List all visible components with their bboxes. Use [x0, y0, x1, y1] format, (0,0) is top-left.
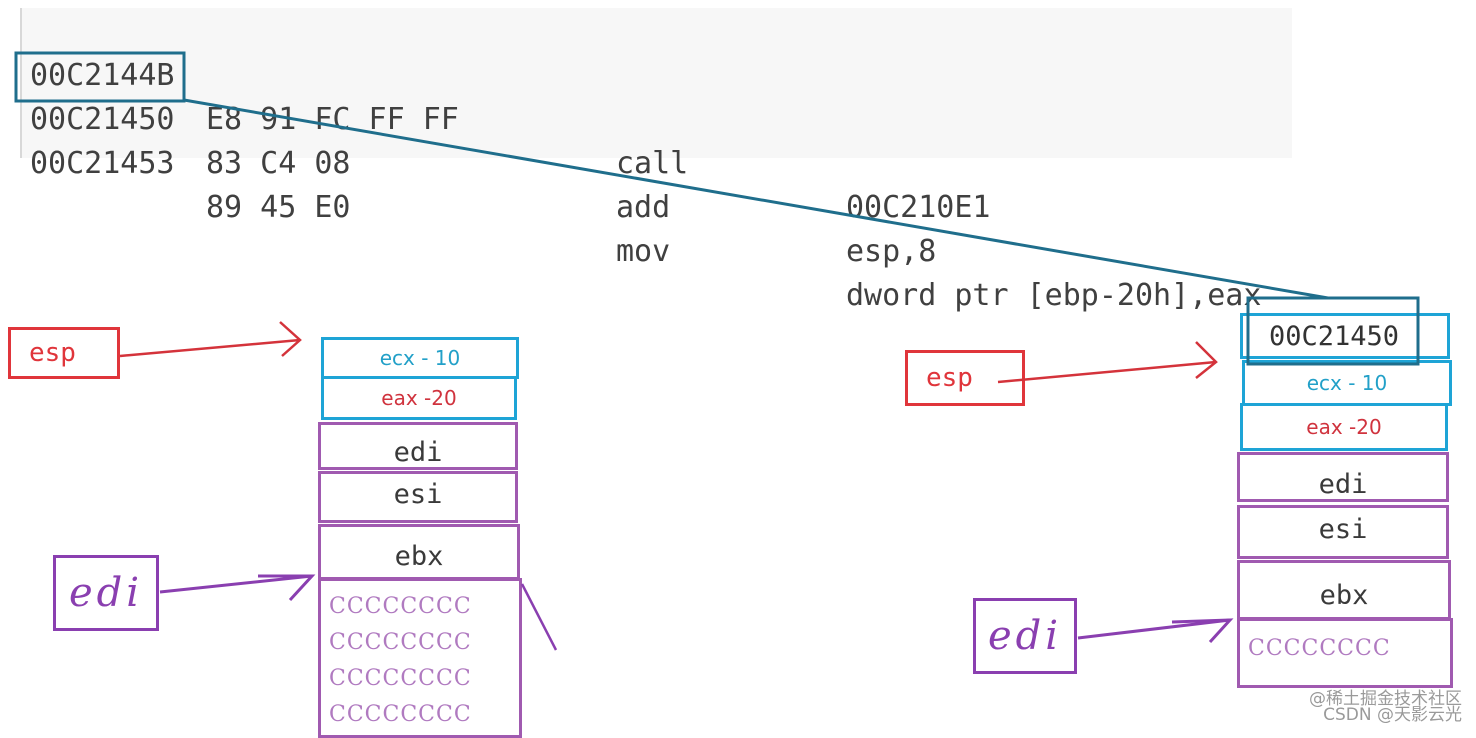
fill-bracket — [520, 583, 558, 651]
esp-label-left: esp — [8, 327, 120, 379]
esp-arrow-right — [997, 360, 1217, 384]
edi-label-left: edi — [53, 555, 159, 631]
stack-cell-ebx-right: ebx — [1237, 560, 1451, 620]
fill-pattern-line: CCCCCCCC — [329, 630, 472, 655]
asm-operands: esp,8 — [846, 234, 937, 269]
stack-cell-edi: edi — [318, 422, 518, 470]
edi-arrowhead-right — [1171, 618, 1234, 644]
stack-cell-eax-right-label: eax -20 — [1306, 415, 1382, 439]
asm-address: 00C21453 — [30, 146, 175, 181]
asm-mnemonic: add — [616, 190, 671, 225]
esp-label-right: esp — [905, 350, 1025, 406]
stack-cell-eax-label: eax -20 — [381, 386, 457, 410]
edi-label-right: edi — [973, 598, 1077, 674]
fill-pattern-line: CCCCCCCC — [329, 702, 472, 727]
asm-operands: dword ptr [ebp-20h],eax — [846, 278, 1262, 313]
stack-cell-eax: eax -20 — [321, 376, 517, 420]
edi-arrow-left — [159, 574, 313, 594]
asm-bytes: 83 C4 08 — [206, 146, 351, 181]
fill-pattern-line: CCCCCCCC — [329, 594, 472, 619]
stack-cell-ecx-label: ecx - 10 — [379, 346, 461, 370]
asm-bytes: 89 45 E0 — [206, 190, 351, 225]
asm-row: 00C2144B E8 91 FC FF FF call 00C210E1 — [30, 10, 1290, 225]
stack-cell-ebx-right-label: ebx — [1319, 579, 1369, 611]
edi-arrow-right — [1077, 618, 1231, 640]
fill-pattern-line: CCCCCCCC — [329, 666, 472, 691]
fill-pattern-line: CCCCCCCC — [1248, 636, 1391, 661]
asm-row: 00C21450 83 C4 08 add esp,8 — [30, 54, 1290, 269]
disassembly-panel: 00C2144B E8 91 FC FF FF call 00C210E1 00… — [20, 8, 1292, 313]
asm-row: 00C21453 89 45 E0 mov dword ptr [ebp-20h… — [30, 98, 1290, 313]
stack-cell-ecx-right: ecx - 10 — [1242, 360, 1452, 406]
stack-cell-ecx: ecx - 10 — [321, 337, 519, 379]
watermark-juejin: @稀土掘金技术社区 — [1309, 689, 1462, 709]
stack-cell-ebx: ebx — [318, 524, 520, 580]
esp-arrow-left — [119, 338, 301, 358]
esp-arrowhead-left — [279, 321, 302, 357]
stack-cell-eax-right: eax -20 — [1240, 403, 1448, 451]
stack-cell-return-address: 00C21450 — [1240, 313, 1450, 359]
stack-cell-edi-right-label: edi — [1318, 468, 1368, 500]
edi-arrowhead-left — [258, 574, 316, 602]
asm-address: 00C21450 — [30, 102, 175, 137]
watermark-csdn: CSDN @天影云光 — [1323, 705, 1462, 725]
esp-arrowhead-right — [1195, 341, 1218, 379]
stack-cell-edi-right: edi — [1237, 452, 1449, 502]
stack-cell-esi: esi — [318, 471, 518, 523]
stack-cell-esi-right: esi — [1237, 505, 1449, 559]
stack-cell-edi-label: edi — [393, 436, 443, 468]
asm-mnemonic: mov — [616, 234, 671, 269]
return-address-value: 00C21450 — [1269, 320, 1400, 352]
stack-cell-esi-right-label: esi — [1318, 513, 1368, 545]
stack-cell-ecx-right-label: ecx - 10 — [1306, 371, 1388, 395]
stack-cell-ebx-label: ebx — [394, 540, 444, 572]
asm-operands: 00C210E1 — [846, 190, 991, 225]
stack-cell-fill-right — [1237, 618, 1453, 688]
stack-cell-esi-label: esi — [393, 478, 443, 510]
asm-mnemonic: call — [616, 146, 689, 181]
